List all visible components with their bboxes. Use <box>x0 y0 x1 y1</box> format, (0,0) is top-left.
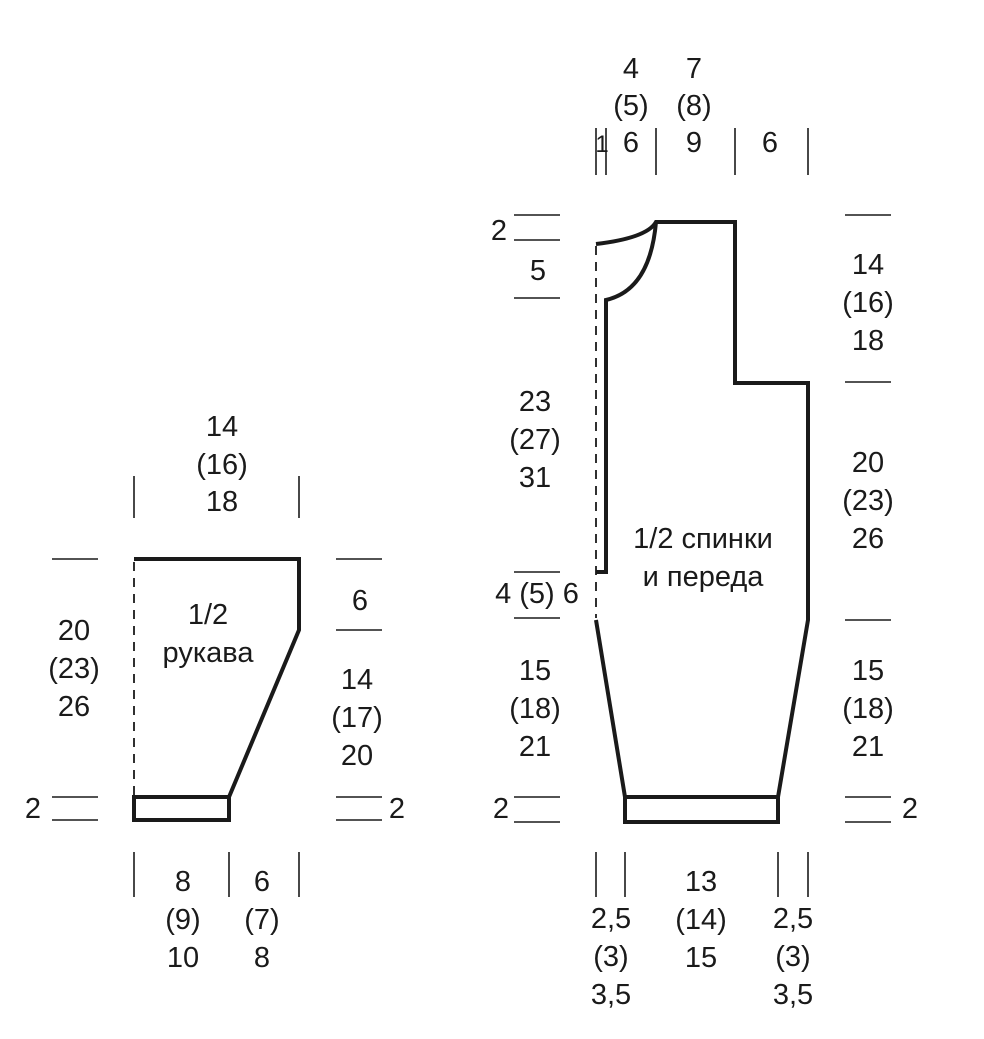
body-bottom-left-1: 2,5 <box>591 903 631 935</box>
body-right-mid-3: 26 <box>852 523 884 555</box>
body-right-lower-2: (18) <box>842 693 894 725</box>
body-right-top-1: 14 <box>852 249 884 281</box>
body-top-col2-3: 9 <box>686 127 702 159</box>
sleeve-pattern: 14 (16) 18 20 (23) 26 2 6 14 (17) 20 2 8… <box>25 411 405 974</box>
sleeve-cap-right: 6 <box>352 585 368 617</box>
body-left-lower-1: 15 <box>519 655 551 687</box>
body-left-hem: 2 <box>493 793 509 825</box>
sleeve-taper-3: 20 <box>341 740 373 772</box>
sleeve-top-width-3: 18 <box>206 486 238 518</box>
sleeve-cuff-right: 2 <box>389 793 405 825</box>
body-title-line1: 1/2 спинки <box>633 523 773 555</box>
body-bottom-left-2: (3) <box>593 941 628 973</box>
body-neck-left-top: 2 <box>491 215 507 247</box>
sleeve-top-width-1: 14 <box>206 411 238 443</box>
sleeve-top-width-2: (16) <box>196 449 248 481</box>
body-top-col1-1: 4 <box>623 53 639 85</box>
body-top-col1-3: 6 <box>623 127 639 159</box>
body-bottom-right-2: (3) <box>775 941 810 973</box>
sleeve-bottom-outer-1: 6 <box>254 866 270 898</box>
body-neck-left-depth: 5 <box>530 255 546 287</box>
body-right-hem: 2 <box>902 793 918 825</box>
body-top-col2-1: 7 <box>686 53 702 85</box>
sleeve-bottom-inner-1: 8 <box>175 866 191 898</box>
sleeve-bottom-inner-3: 10 <box>167 942 199 974</box>
body-left-mid-2: (27) <box>509 424 561 456</box>
sleeve-height-2: (23) <box>48 653 100 685</box>
body-right-lower-3: 21 <box>852 731 884 763</box>
body-left-lower-2: (18) <box>509 693 561 725</box>
body-pattern: 4 (5) 6 1 7 (8) 9 6 2 5 23 (27) 31 4 (5)… <box>491 53 918 1011</box>
body-left-mid-3: 31 <box>519 462 551 494</box>
body-bottom-right-3: 3,5 <box>773 979 813 1011</box>
body-right-top-3: 18 <box>852 325 884 357</box>
body-bottom-left-3: 3,5 <box>591 979 631 1011</box>
sleeve-title-line2: рукава <box>163 637 255 669</box>
sleeve-cuff-left: 2 <box>25 793 41 825</box>
sleeve-bottom-outer-3: 8 <box>254 942 270 974</box>
body-right-mid-2: (23) <box>842 485 894 517</box>
body-top-col2-2: (8) <box>676 90 711 122</box>
sleeve-height-3: 26 <box>58 691 90 723</box>
body-bottom-center-1: 13 <box>685 866 717 898</box>
sleeve-taper-1: 14 <box>341 664 373 696</box>
sleeve-outline <box>132 557 301 822</box>
body-top-col1-lead: 1 <box>595 131 608 158</box>
body-front-edge <box>596 221 658 574</box>
body-right-lower-1: 15 <box>852 655 884 687</box>
body-top-col1-2: (5) <box>613 90 648 122</box>
body-top-col3: 6 <box>762 127 778 159</box>
body-right-top-2: (16) <box>842 287 894 319</box>
body-bottom-center-3: 15 <box>685 942 717 974</box>
body-left-waist: 4 (5) 6 <box>495 578 579 610</box>
body-right-mid-1: 20 <box>852 447 884 479</box>
sleeve-title-line1: 1/2 <box>188 599 228 631</box>
body-bottom-center-2: (14) <box>675 904 727 936</box>
body-left-mid-1: 23 <box>519 386 551 418</box>
sleeve-bottom-inner-2: (9) <box>165 904 200 936</box>
sleeve-bottom-outer-2: (7) <box>244 904 279 936</box>
sleeve-height-1: 20 <box>58 615 90 647</box>
sleeve-taper-2: (17) <box>331 702 383 734</box>
body-outline <box>594 220 810 824</box>
body-bottom-right-1: 2,5 <box>773 903 813 935</box>
body-left-lower-3: 21 <box>519 731 551 763</box>
body-title-line2: и переда <box>643 561 765 593</box>
